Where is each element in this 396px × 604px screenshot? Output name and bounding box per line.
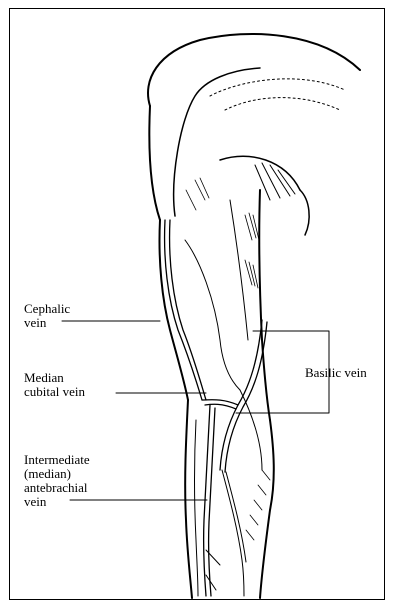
median-cubital-vein-label: Median cubital vein bbox=[24, 371, 85, 399]
intermediate-antebrachial-vein-label: Intermediate (median) antebrachial vein bbox=[24, 453, 90, 509]
basilic-vein-label: Basilic vein bbox=[305, 366, 367, 380]
cephalic-vein-label: Cephalic vein bbox=[24, 302, 70, 330]
